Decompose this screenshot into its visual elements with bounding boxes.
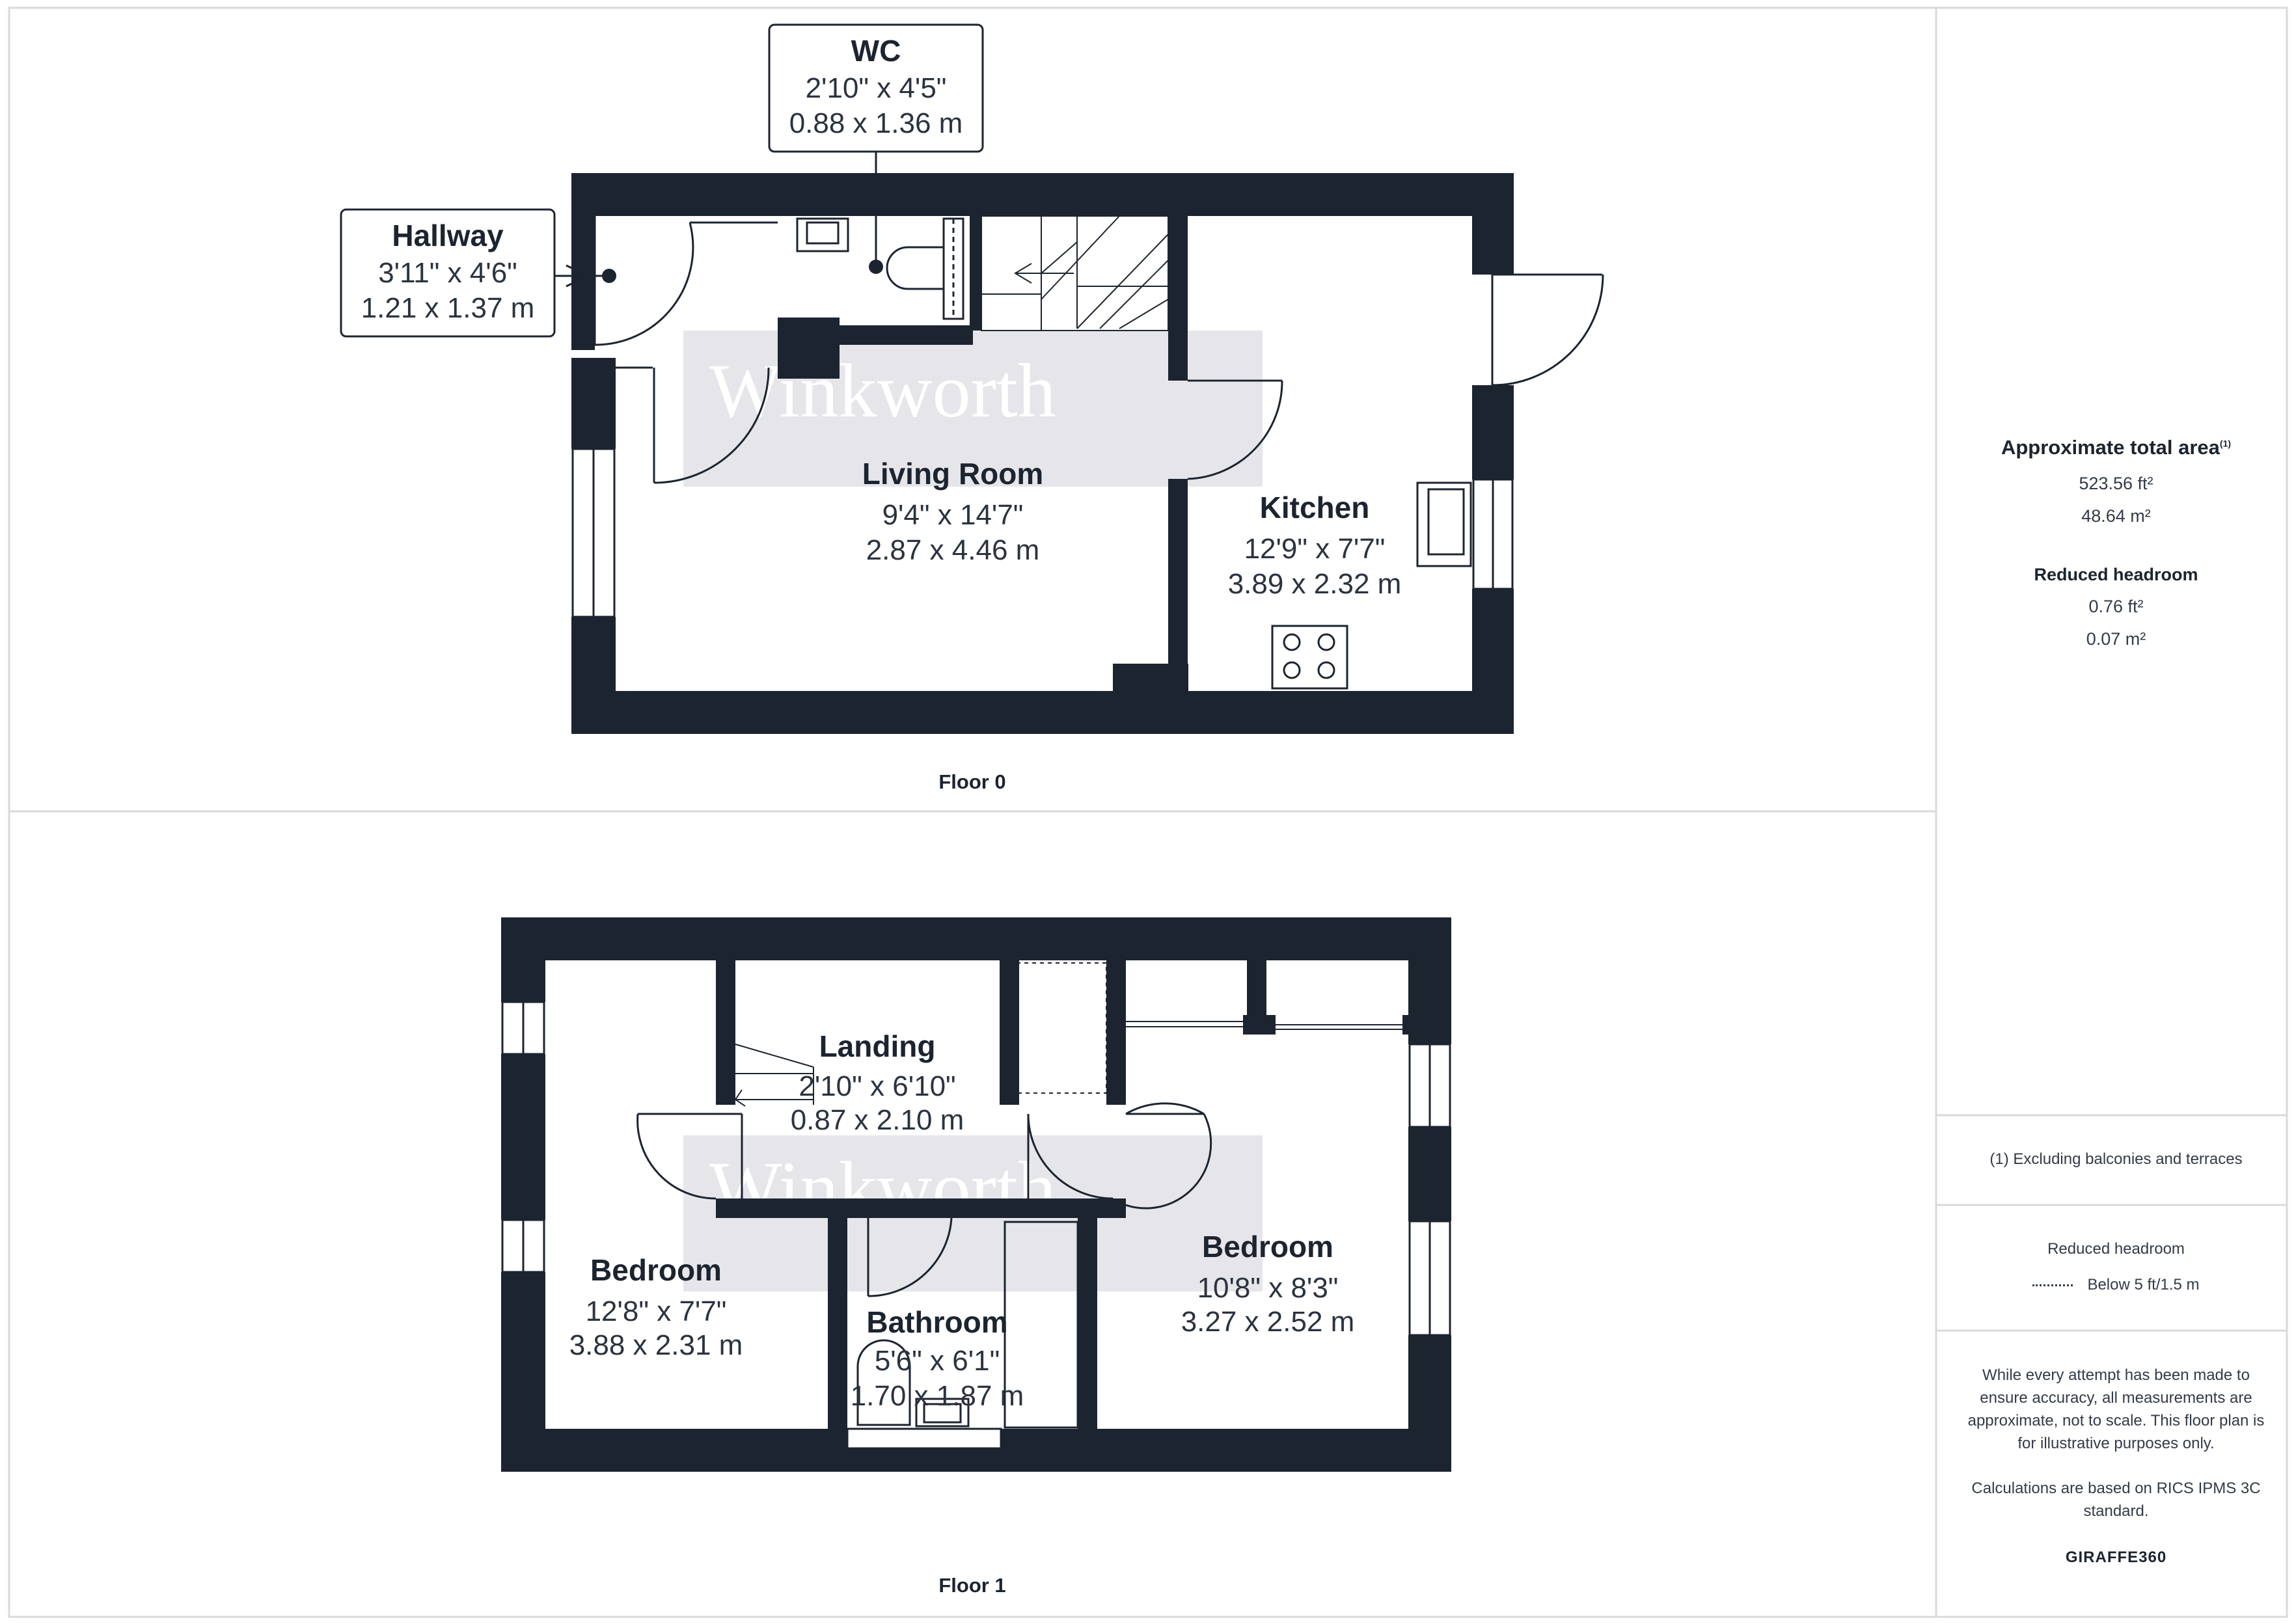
- calculations-note: Calculations are based on RICS IPMS 3C s…: [1971, 1480, 2261, 1520]
- footnote-mark: (1): [2219, 438, 2232, 449]
- room-dim-metric-bedroom-1: 3.88 x 2.31 m: [569, 1329, 743, 1361]
- wc-fixtures: [796, 217, 964, 320]
- room-name-bedroom-1: Bedroom: [590, 1253, 722, 1287]
- watermark-text: Winkworth: [709, 348, 1056, 433]
- room-name-bedroom-2: Bedroom: [1202, 1230, 1333, 1264]
- room-dim-metric-hallway: 1.21 x 1.37 m: [361, 292, 535, 324]
- room-name-living-room: Living Room: [862, 457, 1044, 491]
- total-area-ft: 523.56 ft²: [2079, 474, 2153, 493]
- room-dim-metric-wc: 0.88 x 1.36 m: [789, 107, 963, 139]
- total-area-m: 48.64 m²: [2081, 506, 2151, 526]
- room-dim-metric-living-room: 2.87 x 4.46 m: [866, 534, 1040, 566]
- room-dim-imperial-kitchen: 12'9" x 7'7": [1244, 533, 1386, 565]
- brand-logo: GIRAFFE360: [2065, 1549, 2167, 1566]
- reduced-headroom-block: Reduced headroom 0.76 ft² 0.07 m²: [1936, 565, 2296, 655]
- floor-0-label: Floor 0: [938, 770, 1005, 793]
- kitchen-fixtures: [1271, 481, 1472, 690]
- legend-text: Below 5 ft/1.5 m: [2087, 1276, 2200, 1293]
- room-dim-imperial-living-room: 9'4" x 14'7": [882, 499, 1024, 531]
- floor-1-doors: [636, 1102, 1212, 1297]
- total-area-title: Approximate total area(1): [2001, 436, 2232, 459]
- disclaimer: While every attempt has been made to ens…: [1967, 1366, 2265, 1452]
- room-name-wc: WC: [851, 34, 901, 68]
- legend-title: Reduced headroom: [2047, 1240, 2185, 1258]
- hallway-callout: [340, 208, 616, 338]
- room-dim-imperial-bedroom-2: 10'8" x 8'3": [1197, 1272, 1339, 1304]
- page-frame: [8, 7, 2288, 1618]
- room-dim-metric-bedroom-2: 3.27 x 2.52 m: [1181, 1306, 1355, 1338]
- total-area-block: Approximate total area(1) 523.56 ft² 48.…: [1936, 436, 2296, 532]
- legend-row: Below 5 ft/1.5 m: [1936, 1273, 2296, 1296]
- floor-0-windows: [571, 448, 1514, 618]
- legend-block: Reduced headroom Below 5 ft/1.5 m: [1936, 1238, 2296, 1296]
- room-dim-imperial-bedroom-1: 12'8" x 7'7": [586, 1295, 727, 1327]
- floor-1-walls: [501, 917, 1451, 1472]
- floor-1-plan: Winkworth: [501, 917, 1451, 1597]
- room-dim-imperial-bathroom: 5'6" x 6'1": [875, 1345, 1000, 1377]
- room-name-landing: Landing: [819, 1029, 936, 1063]
- watermark-text-floor-1: Winkworth: [709, 1146, 1056, 1231]
- floor-0-walls: [571, 173, 1514, 734]
- room-name-bathroom: Bathroom: [866, 1305, 1007, 1339]
- room-name-hallway: Hallway: [392, 219, 504, 252]
- room-dim-imperial-wc: 2'10" x 4'5": [806, 72, 947, 104]
- bathroom-fixtures: [846, 1221, 1079, 1450]
- floor-0-plan: Winkworth: [340, 23, 1604, 793]
- room-dim-metric-landing: 0.87 x 2.10 m: [791, 1104, 964, 1136]
- room-dim-metric-kitchen: 3.89 x 2.32 m: [1228, 568, 1402, 600]
- footnote: (1) Excluding balconies and terraces: [1989, 1150, 2243, 1168]
- room-dim-imperial-landing: 2'10" x 6'10": [799, 1070, 955, 1102]
- room-name-kitchen: Kitchen: [1260, 491, 1370, 524]
- floor-1-windows: [501, 1001, 1451, 1336]
- floor-0-stairs: [981, 215, 1169, 331]
- room-dim-metric-bathroom: 1.70 x 1.87 m: [851, 1380, 1024, 1412]
- reduced-headroom-m: 0.07 m²: [2086, 629, 2146, 649]
- wc-callout: [768, 23, 984, 274]
- room-dim-imperial-hallway: 3'11" x 4'6": [378, 257, 517, 289]
- floor-0-doors: [594, 216, 1604, 484]
- area-sidebar: Approximate total area(1) 523.56 ft² 48.…: [1936, 0, 2296, 1624]
- floor-1-label: Floor 1: [938, 1574, 1005, 1597]
- floor-1-stairs: [734, 962, 1402, 1107]
- dotted-line-swatch: [2032, 1284, 2073, 1287]
- reduced-headroom-ft: 0.76 ft²: [2088, 597, 2144, 616]
- reduced-headroom-title: Reduced headroom: [2034, 565, 2198, 584]
